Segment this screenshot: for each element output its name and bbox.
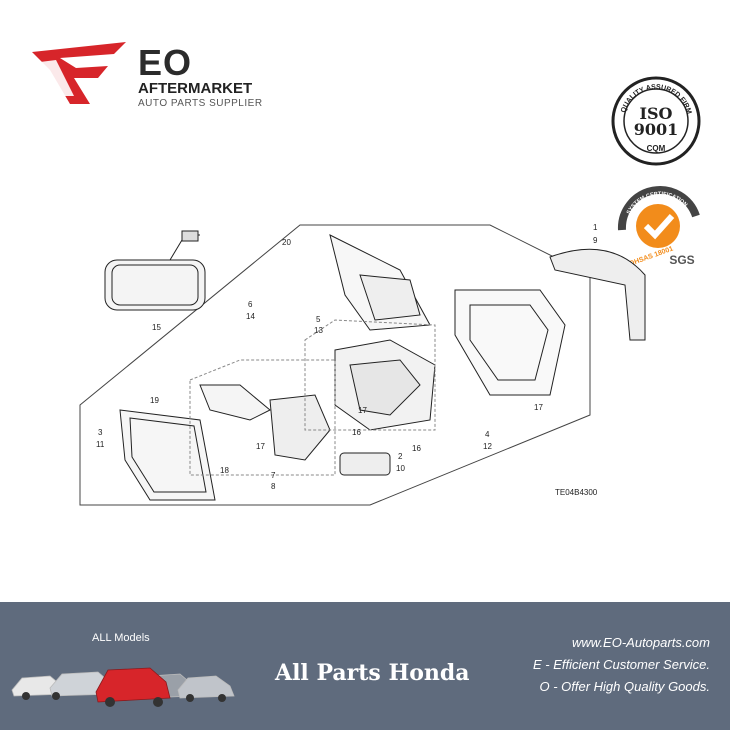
mirror-glass bbox=[119, 409, 216, 501]
callout-4: 4 bbox=[485, 430, 490, 439]
honda-car-lineup-icon bbox=[11, 667, 235, 707]
mirror-actuator bbox=[334, 339, 436, 431]
mirror-bezel bbox=[339, 452, 391, 476]
mirror-base bbox=[329, 234, 431, 331]
callout-10: 10 bbox=[396, 464, 405, 473]
website-link[interactable]: www.EO-Autoparts.com bbox=[572, 635, 710, 650]
callout-17c: 17 bbox=[534, 403, 543, 412]
iso-seal-bottom: CQM bbox=[647, 144, 666, 153]
footer-bar: ALL Models All Parts Honda www.EO-Autopa… bbox=[0, 602, 730, 730]
callout-8: 8 bbox=[271, 482, 276, 491]
mirror-motor bbox=[199, 384, 331, 461]
mirror-parts-diagram: 20 1 9 6 14 15 5 13 19 3 11 17 16 17 18 … bbox=[79, 223, 646, 506]
callout-17b: 17 bbox=[256, 442, 265, 451]
sgs-ohsas-seal-icon: SYSTEM CERTIFICATION OHSAS 18001 SGS bbox=[617, 186, 700, 268]
rearview-mirror bbox=[104, 230, 206, 311]
callout-14: 14 bbox=[246, 312, 255, 321]
brand-tagline: AUTO PARTS SUPPLIER bbox=[138, 98, 263, 109]
sgs-seal-bottom: SGS bbox=[669, 253, 694, 267]
callout-2: 2 bbox=[398, 452, 403, 461]
mirror-housing bbox=[454, 289, 566, 396]
callout-3: 3 bbox=[98, 428, 103, 437]
callout-7: 7 bbox=[271, 471, 276, 480]
all-models-label: ALL Models bbox=[92, 632, 150, 644]
mirror-cover bbox=[549, 248, 646, 341]
callout-17a: 17 bbox=[358, 406, 367, 415]
callout-11: 11 bbox=[96, 440, 105, 449]
callout-12: 12 bbox=[483, 442, 492, 451]
iso-9001-seal-icon: QUALITY ASSURED FIRM ISO 9001 CQM bbox=[611, 76, 701, 166]
brand-header: EO AFTERMARKET AUTO PARTS SUPPLIER bbox=[30, 38, 270, 110]
callout-13: 13 bbox=[314, 326, 323, 335]
brand-name: EO bbox=[138, 42, 193, 83]
slogan-line-1: E - Efficient Customer Service. bbox=[533, 657, 710, 672]
callout-9: 9 bbox=[593, 236, 598, 245]
footer-title: All Parts Honda bbox=[275, 660, 470, 686]
slogan-line-2: O - Offer High Quality Goods. bbox=[539, 679, 710, 694]
eo-logo-icon bbox=[32, 42, 126, 104]
iso-seal-main1: ISO bbox=[640, 104, 673, 123]
callout-5: 5 bbox=[316, 315, 321, 324]
diagram-canvas: EO AFTERMARKET AUTO PARTS SUPPLIER QUALI… bbox=[30, 38, 701, 506]
iso-seal-main2: 9001 bbox=[634, 120, 679, 139]
callout-16a: 16 bbox=[352, 428, 361, 437]
callout-16b: 16 bbox=[412, 444, 421, 453]
diagram-code: TE04B4300 bbox=[555, 488, 598, 497]
callout-19: 19 bbox=[150, 396, 159, 405]
callout-6: 6 bbox=[248, 300, 253, 309]
callout-18: 18 bbox=[220, 466, 229, 475]
footer-contact: www.EO-Autoparts.com E - Efficient Custo… bbox=[533, 632, 710, 698]
brand-subtitle: AFTERMARKET bbox=[138, 80, 253, 97]
callout-1: 1 bbox=[593, 223, 598, 232]
callout-15: 15 bbox=[152, 323, 161, 332]
callout-20: 20 bbox=[282, 238, 291, 247]
